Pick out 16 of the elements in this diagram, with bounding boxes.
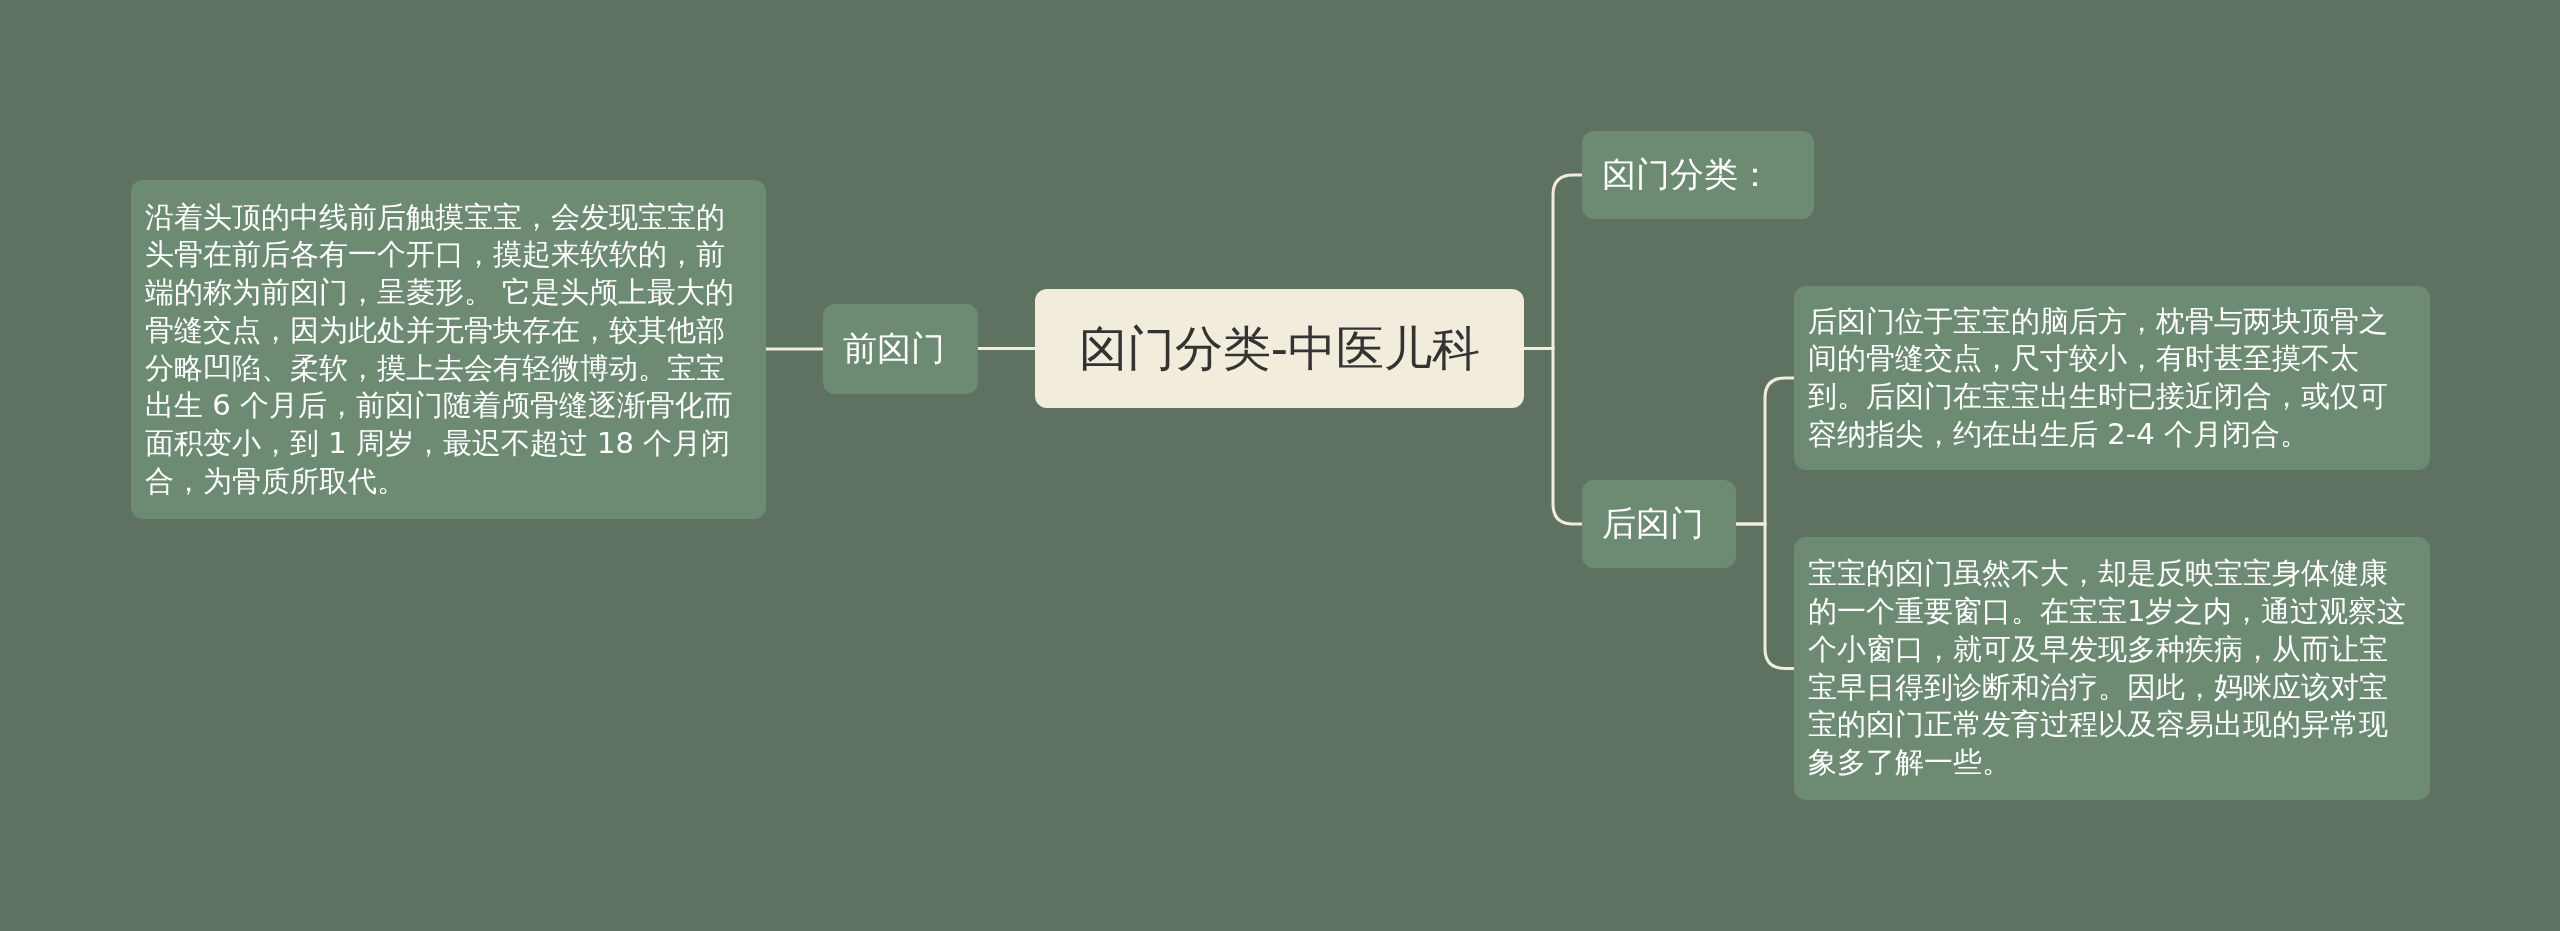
connector-line xyxy=(978,347,1035,350)
connector-line xyxy=(766,347,823,351)
topic-box xyxy=(1582,480,1736,568)
topic-box xyxy=(823,304,978,394)
note-text: 后囟门位于宝宝的脑后方，枕骨与两块顶骨之间的骨缝交点，尺寸较小，有时甚至摸不太到。后囟门在宝宝出生时已接近闭合，或仅可容纳指尖，约在出生后 2-4 个月闭合。 xyxy=(1808,302,2389,453)
topic-label: 后囟门 xyxy=(1602,502,1704,545)
topic-box xyxy=(1582,131,1814,219)
topic-label: 囟门分类： xyxy=(1602,153,1772,196)
central-topic xyxy=(1035,289,1524,408)
topic-label: 前囟门 xyxy=(843,327,945,370)
note-box xyxy=(1794,286,2430,470)
topic-label: 囟门分类-中医儿科 xyxy=(1078,318,1481,378)
note-box xyxy=(131,180,766,519)
note-text: 沿着头顶的中线前后触摸宝宝，会发现宝宝的头骨在前后各有一个开口，摸起来软软的，前端的称为前囟门，呈菱形。 它是头颅上最大的骨缝交点，因为此处并无骨块存在，较其他部分略凹陷、柔软，摸上去会有轻微博动。宝宝出生 6 个月后，前囟门随着颅骨缝逐渐骨化而面积变小，到 1 周岁，最迟不超过 18 个月闭合，为骨质所取代。 xyxy=(145,198,736,500)
note-box xyxy=(1794,537,2430,800)
note-text: 宝宝的囟门虽然不大，却是反映宝宝身体健康的一个重要窗口。在宝宝1岁之内，通过观察这个小窗口，就可及早发现多种疾病，从而让宝宝早日得到诊断和治疗。因此，妈咪应该对宝宝的囟门正常发育过程以及容易出现的异常现象多了解一些。 xyxy=(1808,555,2408,781)
